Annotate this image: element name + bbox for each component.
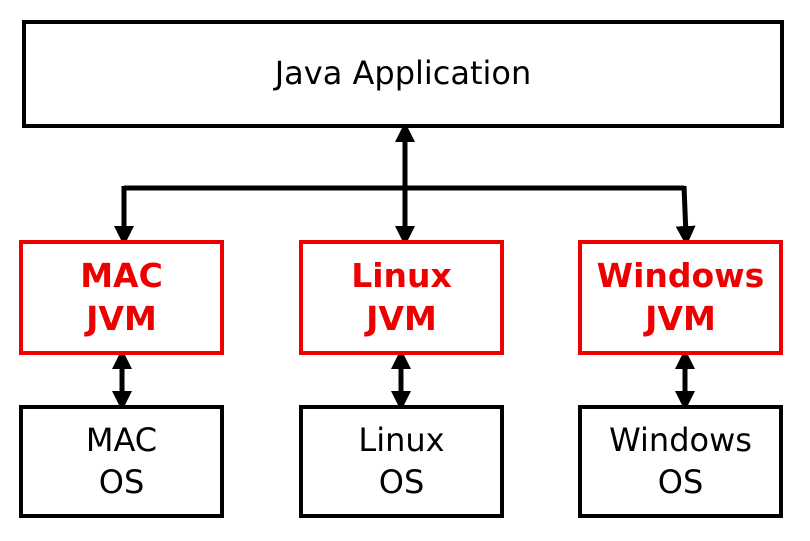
windows-os-line2: OS [657,462,704,501]
java-application-box: Java Application [22,20,784,128]
bus-windows-arrow [675,185,696,246]
linux-jvm-line1: Linux [351,255,452,295]
linux-os-line2: OS [378,462,425,501]
linux-os-box: Linux OS [299,405,504,518]
windows-os-line1: Windows [609,420,752,459]
java-application-label: Java Application [274,54,532,93]
windows-os-box: Windows OS [578,405,783,518]
mac-jvm-line1: MAC [80,255,163,295]
windows-jvm-box: Windows JVM [578,240,783,355]
windows-jvm-line2: JVM [645,298,716,338]
mac-os-line2: OS [98,462,145,501]
mac-os-line1: MAC [85,420,158,459]
windows-jvm-line1: Windows [596,255,765,295]
linux-jvm-box: Linux JVM [299,240,504,355]
linux-os-line1: Linux [358,420,445,459]
linux-jvm-line2: JVM [366,298,437,338]
mac-jvm-line2: JVM [86,298,157,338]
mac-os-box: MAC OS [19,405,224,518]
mac-jvm-box: MAC JVM [19,240,224,355]
